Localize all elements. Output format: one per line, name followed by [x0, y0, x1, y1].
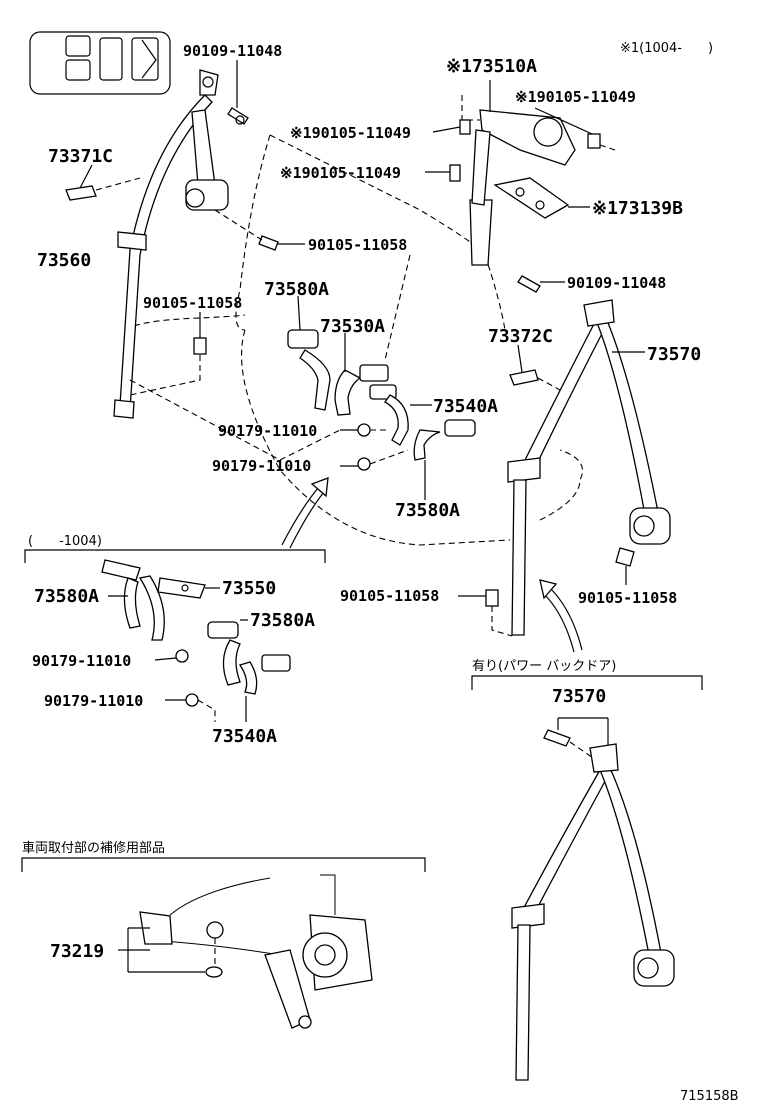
buckle-73580A-c: [101, 559, 165, 641]
bracket-range-1004: [24, 549, 326, 563]
label-90105-11058-b: 90105-11058: [143, 294, 242, 312]
buckle-73540A-a: [369, 384, 409, 446]
arrow-up-left: [281, 477, 329, 549]
seat-outline: [235, 134, 584, 546]
label-90105-11058-a: 90105-11058: [308, 236, 407, 254]
bracket-73139B: [493, 177, 570, 219]
label-90105-11058-c: 90105-11058: [340, 587, 439, 605]
label-90179-11010-a: 90179-11010: [218, 422, 317, 440]
nut-90179-11010-b: [357, 457, 371, 471]
label-73550: 73550: [222, 578, 276, 599]
label-90105-11049-b: ※190105-11049: [290, 124, 411, 142]
buckle-73580A-b: [413, 419, 476, 461]
label-73530A: 73530A: [320, 316, 385, 337]
label-73580A-d: 73580A: [250, 610, 315, 631]
bolt-90109-11048-b: [517, 275, 541, 293]
footer-code: 715158B: [680, 1089, 739, 1104]
bolt-90105-11049-c: [449, 164, 461, 182]
bracket-repair-parts: [21, 857, 426, 872]
bolt-90105-11058-c: [615, 547, 635, 567]
floor-anchor-73219: [139, 874, 373, 1029]
label-90179-11010-c: 90179-11010: [32, 652, 131, 670]
seat-layout-icon: [29, 31, 171, 95]
label-90105-11049-c: ※190105-11049: [280, 164, 401, 182]
retractor-73510A: [461, 95, 576, 266]
bolt-90105-11058-d: [485, 589, 499, 607]
label-90179-11010-d: 90179-11010: [44, 692, 143, 710]
label-73580A-a: 73580A: [264, 279, 329, 300]
buckle-73580A-d: [207, 621, 241, 686]
buckle-73530A: [334, 364, 389, 416]
label-73570-b: 73570: [552, 686, 606, 707]
section-range-1004: ( -1004): [28, 534, 102, 549]
bolt-73570-b: [543, 729, 571, 747]
label-73510A: ※173510A: [446, 56, 537, 77]
seat-edge: [124, 314, 246, 331]
bolt-90105-11058-b: [193, 312, 207, 355]
label-73540A-a: 73540A: [433, 396, 498, 417]
nut-90179-11010-c: [175, 649, 189, 663]
buckle-73580A-a: [287, 329, 331, 411]
seatbelt-73570-a: [507, 299, 671, 636]
section-power-backdoor: 有り(パワー バックドア): [472, 659, 616, 674]
label-73219: 73219: [50, 941, 104, 962]
label-73139B: ※173139B: [592, 198, 683, 219]
bolt-90105-11049-b: [587, 133, 601, 149]
label-90109-11048-b: 90109-11048: [567, 274, 666, 292]
clip-73372C: [509, 369, 539, 386]
label-90179-11010-b: 90179-11010: [212, 457, 311, 475]
label-90109-11048-a: 90109-11048: [183, 42, 282, 60]
buckle-73550: [157, 577, 206, 599]
label-90105-11049-a: ※190105-11049: [515, 88, 636, 106]
seatbelt-73570-b: [511, 743, 675, 1081]
section-repair-parts: 車両取付部の補修用部品: [22, 841, 165, 856]
arrow-up-right: [539, 579, 583, 653]
label-73570-a: 73570: [647, 344, 701, 365]
nut-90179-11010-a: [357, 423, 371, 437]
label-73371C: 73371C: [48, 146, 113, 167]
bolt-90105-11058-a: [258, 235, 305, 251]
bracket-power-backdoor: [471, 675, 703, 690]
label-90105-11058-d: 90105-11058: [578, 589, 677, 607]
label-73540A-b: 73540A: [212, 726, 277, 747]
seatbelt-73560: [113, 69, 229, 419]
label-73580A-c: 73580A: [34, 586, 99, 607]
label-73560: 73560: [37, 250, 91, 271]
label-73372C: 73372C: [488, 326, 553, 347]
nut-90179-11010-d: [185, 693, 199, 707]
label-73580A-b: 73580A: [395, 500, 460, 521]
bolt-90105-11049-a: [459, 119, 471, 135]
note-topright: ※1(1004- ): [620, 41, 713, 56]
bolt-90109-11048-a: [227, 107, 249, 125]
clip-73371C: [65, 185, 97, 201]
buckle-73540A-b: [238, 654, 291, 695]
